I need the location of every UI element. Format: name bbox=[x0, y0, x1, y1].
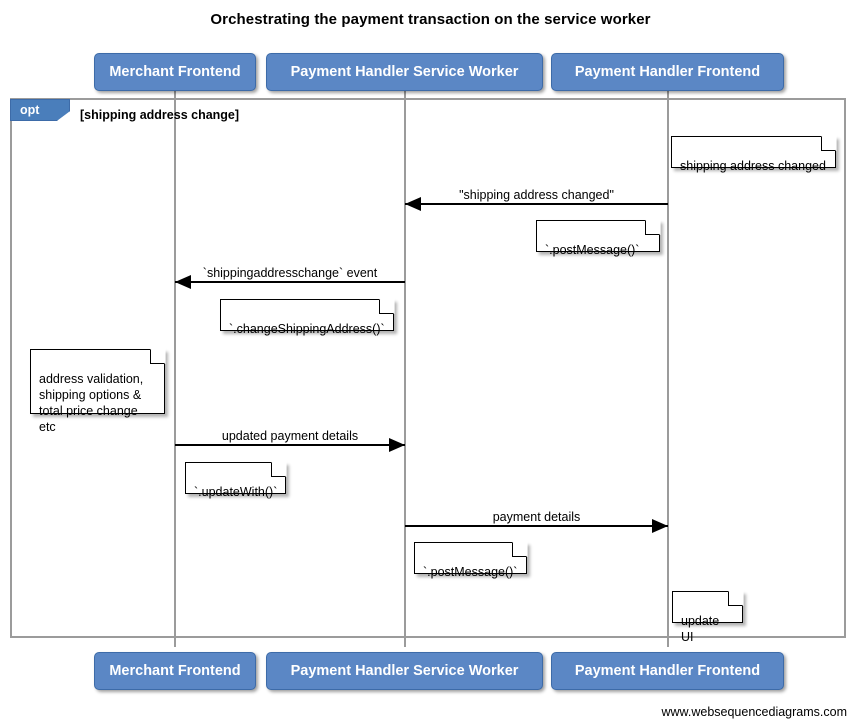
note-update-ui: update UI bbox=[672, 591, 743, 644]
watermark-link[interactable]: www.websequencediagrams.com bbox=[661, 705, 847, 719]
participant-payment-handler-frontend-bottom[interactable]: Payment Handler Frontend bbox=[551, 652, 784, 690]
participant-payment-handler-service-worker-bottom[interactable]: Payment Handler Service Worker bbox=[266, 652, 543, 690]
message-line-shippingaddresschange-event bbox=[175, 281, 405, 283]
lifeline-payment-handler-service-worker bbox=[404, 91, 406, 647]
participant-payment-handler-service-worker-top[interactable]: Payment Handler Service Worker bbox=[266, 53, 543, 91]
note-address-validation: address validation, shipping options & t… bbox=[30, 349, 165, 434]
opt-fragment-operator: opt bbox=[10, 99, 70, 121]
opt-fragment-guard: [shipping address change] bbox=[80, 108, 240, 122]
note-postmessage-2: `.postMessage()` bbox=[414, 542, 527, 579]
note-change-shipping-address: `.changeShippingAddress()` bbox=[220, 299, 394, 336]
message-arrowhead-shipping-address-changed bbox=[405, 197, 421, 211]
message-line-updated-payment-details bbox=[175, 444, 405, 446]
lifeline-merchant-frontend bbox=[174, 91, 176, 647]
page-title: Orchestrating the payment transaction on… bbox=[210, 11, 651, 28]
note-shipping-address-changed: shipping address changed bbox=[671, 136, 836, 173]
message-arrowhead-updated-payment-details bbox=[389, 438, 405, 452]
opt-fragment-frame bbox=[10, 98, 846, 638]
message-line-shipping-address-changed bbox=[405, 203, 668, 205]
note-postmessage-1: `.postMessage()` bbox=[536, 220, 660, 257]
participant-merchant-frontend-bottom[interactable]: Merchant Frontend bbox=[94, 652, 256, 690]
message-label-shipping-address-changed: "shipping address changed" bbox=[459, 188, 614, 202]
participant-payment-handler-frontend-top[interactable]: Payment Handler Frontend bbox=[551, 53, 784, 91]
note-update-with: `.updateWith()` bbox=[185, 462, 286, 499]
message-arrowhead-payment-details bbox=[652, 519, 668, 533]
message-label-shippingaddresschange-event: `shippingaddresschange` event bbox=[202, 266, 378, 280]
message-line-payment-details bbox=[405, 525, 668, 527]
participant-merchant-frontend-top[interactable]: Merchant Frontend bbox=[94, 53, 256, 91]
message-arrowhead-shippingaddresschange-event bbox=[175, 275, 191, 289]
message-label-payment-details: payment details bbox=[492, 510, 581, 524]
lifeline-payment-handler-frontend bbox=[667, 91, 669, 647]
message-label-updated-payment-details: updated payment details bbox=[221, 429, 359, 443]
